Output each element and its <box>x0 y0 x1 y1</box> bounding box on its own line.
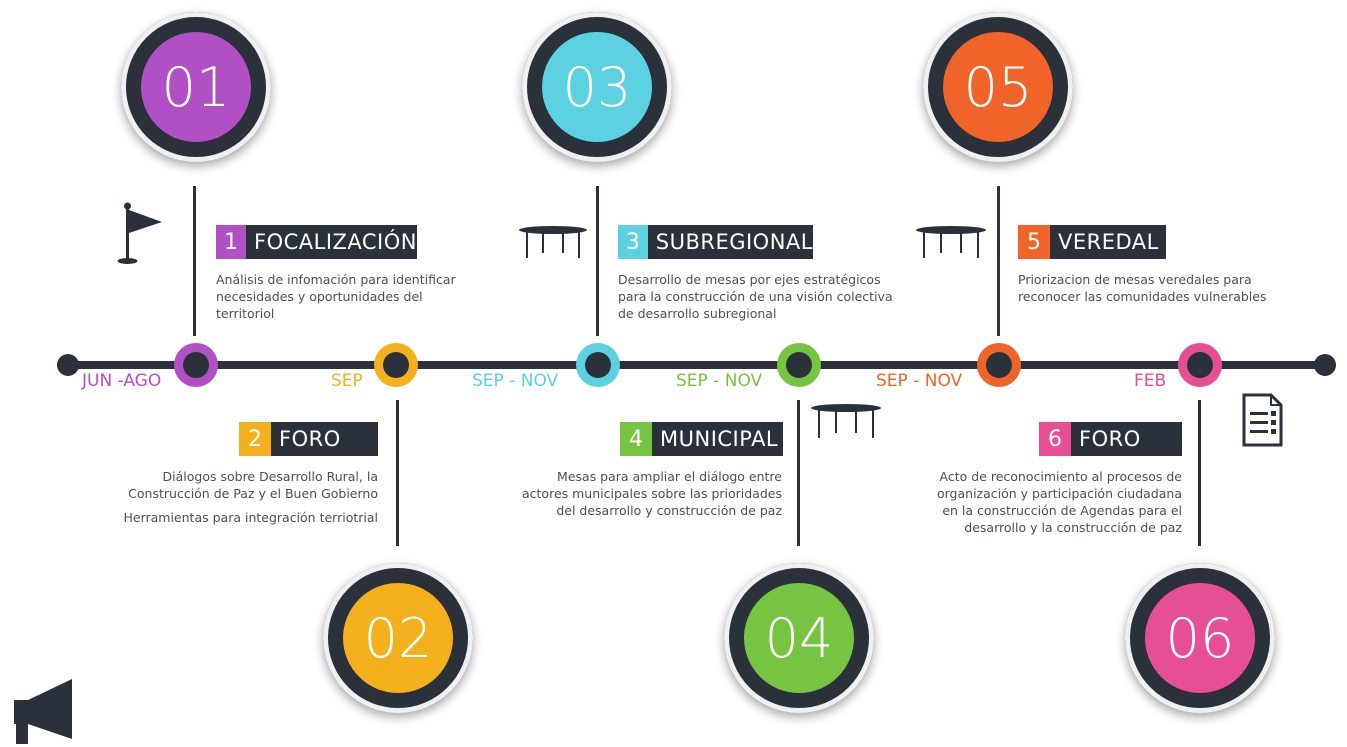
step-circle-03: 03 <box>522 12 672 162</box>
timeline-axis <box>68 361 1326 369</box>
date-label-4: SEP - NOV <box>676 371 763 391</box>
connector-2 <box>396 400 399 546</box>
timeline-node-1 <box>174 343 218 387</box>
date-label-3: SEP - NOV <box>472 371 559 391</box>
connector-5 <box>997 186 1000 336</box>
step-header-6: 6 FORO <box>1039 422 1182 456</box>
connector-4 <box>797 400 800 546</box>
step-circle-02: 02 <box>323 563 473 713</box>
step-header-title-2: FORO <box>279 427 341 451</box>
step-header-4: 4 MUNICIPAL <box>620 422 783 456</box>
flag-icon <box>117 202 162 264</box>
connector-1 <box>193 186 196 336</box>
step-circle-06: 06 <box>1125 563 1275 713</box>
step-circle-04: 04 <box>724 563 874 713</box>
timeline-end-cap <box>1314 354 1336 376</box>
timeline-node-5 <box>977 343 1021 387</box>
step-header-title-6: FORO <box>1079 427 1141 451</box>
timeline-node-4 <box>777 343 821 387</box>
timeline-node-2 <box>374 343 418 387</box>
step-circle-05: 05 <box>923 12 1073 162</box>
timeline-node-3 <box>576 343 620 387</box>
step-circle-01: 01 <box>121 12 271 162</box>
step-header-num-3: 3 <box>618 225 648 259</box>
date-label-1: JUN -AGO <box>82 371 162 391</box>
step-header-num-2: 2 <box>239 422 271 456</box>
date-label-6: FEB <box>1134 371 1167 391</box>
step-header-num-5: 5 <box>1018 225 1050 259</box>
table-icon <box>519 226 587 258</box>
step-header-title-5: VEREDAL <box>1058 230 1159 254</box>
megaphone-icon <box>14 679 72 744</box>
date-label-2: SEP <box>331 371 363 391</box>
step-description-3: Desarrollo de mesas por ejes estratégico… <box>618 272 893 321</box>
step-header-title-3: SUBREGIONAL <box>655 230 813 254</box>
step-header-2: 2 FORO <box>239 422 378 456</box>
step-header-3: 3 SUBREGIONAL <box>618 225 813 259</box>
table-icon <box>916 226 986 258</box>
connector-6 <box>1198 400 1201 546</box>
step-header-5: 5 VEREDAL <box>1018 225 1166 259</box>
timeline-start-cap <box>57 354 79 376</box>
step-header-num-6: 6 <box>1039 422 1071 456</box>
step-header-1: 1 FOCALIZACIÓN <box>216 225 417 259</box>
document-list-icon <box>1242 393 1283 447</box>
timeline-node-6 <box>1178 343 1222 387</box>
connector-3 <box>596 186 599 336</box>
step-header-num-1: 1 <box>216 225 246 259</box>
table-icon <box>811 404 881 438</box>
step-header-title-1: FOCALIZACIÓN <box>253 230 417 254</box>
step-header-num-4: 4 <box>620 422 652 456</box>
date-label-5: SEP - NOV <box>876 371 963 391</box>
step-header-title-4: MUNICIPAL <box>660 427 779 451</box>
